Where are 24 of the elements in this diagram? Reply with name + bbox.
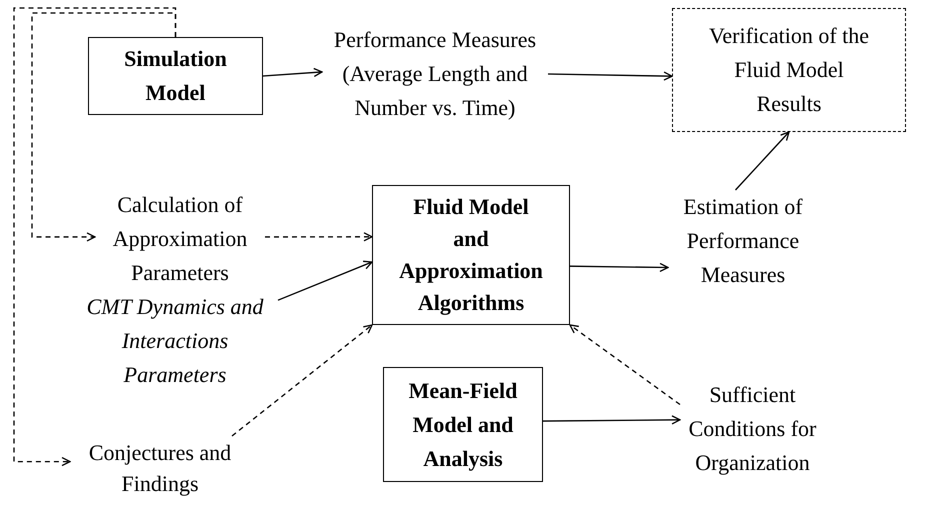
arrow	[278, 260, 373, 301]
arrow	[543, 415, 681, 425]
process-box	[383, 367, 543, 482]
box-label: Fluid Model and Approximation Algorithms	[398, 193, 544, 317]
arrow	[570, 262, 669, 272]
box-label: Simulation Model	[123, 45, 228, 107]
process-box	[372, 185, 570, 325]
arrow	[232, 324, 373, 436]
process-box	[88, 37, 263, 115]
box-label: Verification of the Fluid Model Results	[708, 22, 870, 118]
arrow	[262, 68, 323, 78]
dashed-box	[672, 8, 906, 132]
step-text: Calculation of Approximation Parameters	[112, 191, 248, 287]
output-text: Sufficient Conditions for Organization	[688, 381, 818, 477]
output-text: Performance Measures (Average Length and Number vs. Time)	[332, 26, 538, 122]
arrow	[735, 131, 790, 190]
arrow	[569, 324, 680, 406]
input-text: CMT Dynamics and Interactions Parameters	[86, 293, 264, 389]
arrow	[548, 71, 673, 81]
output-text: Estimation of Performance Measures	[682, 193, 804, 289]
arrow	[265, 232, 373, 242]
arrow	[13, 7, 176, 466]
step-text: Conjectures and Findings	[88, 439, 232, 498]
box-label: Mean-Field Model and Analysis	[408, 376, 518, 473]
